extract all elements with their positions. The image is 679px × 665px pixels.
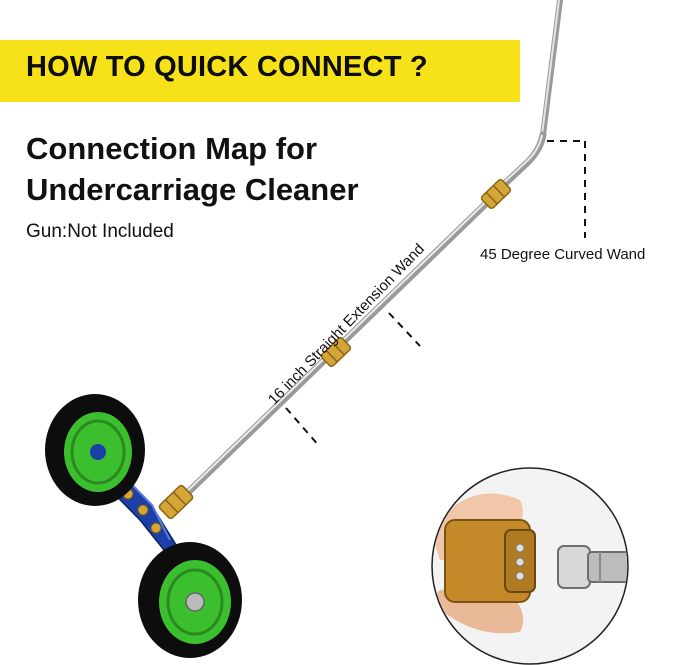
wheel-rear [45, 394, 145, 506]
gun-note: Gun:Not Included [26, 221, 174, 242]
wheel-front [138, 542, 242, 658]
curved-wand [494, 0, 563, 194]
headline-line-1: Connection Map for [26, 131, 318, 166]
coupler-bottom [158, 484, 194, 520]
straight-wand-callout [285, 312, 421, 448]
headline-line-2: Undercarriage Cleaner [26, 172, 359, 207]
quick-connect-closeup [431, 467, 629, 665]
coupler-top [480, 179, 512, 209]
title-banner [0, 40, 520, 102]
curved-wand-label: 45 Degree Curved Wand [480, 246, 646, 263]
coupler-middle [320, 337, 352, 367]
headline: Connection Map for Undercarriage Cleaner [26, 128, 359, 210]
curved-wand-callout [547, 140, 586, 238]
banner-title: HOW TO QUICK CONNECT ? [26, 51, 428, 83]
